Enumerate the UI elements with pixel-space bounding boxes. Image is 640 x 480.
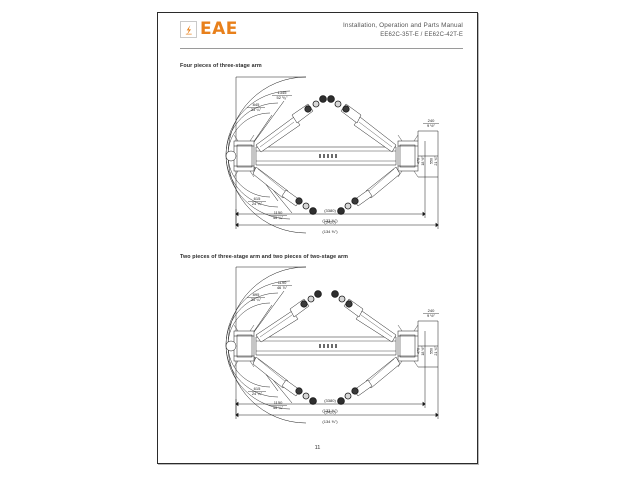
dim-top-outer-mm: 1345 <box>278 90 288 95</box>
section-caption-two-three-stage-two-two-stage: Two pieces of three-stage arm and two pi… <box>180 254 349 260</box>
dim-bottom-outer-in: 45 ¼" <box>273 215 284 220</box>
page-header: EAE Installation, Operation and Parts Ma… <box>172 19 465 51</box>
dim-right-top-in: 9 ½" <box>427 123 436 128</box>
dim-right-top-mm: 240 <box>428 308 435 313</box>
dim-top-inner-mm: 845 <box>253 102 260 107</box>
dim-overall-2-mm: (3420) <box>324 410 336 415</box>
dim-top-outer-mm: 1190 <box>278 280 287 285</box>
brand-logo-text: EAE <box>200 19 238 39</box>
dim-bottom-inner-in: 24 ¼" <box>252 201 263 206</box>
dim-right-v1-in: 18 ½" <box>421 346 425 356</box>
dim-overall-2-in: (134 ⅝") <box>322 229 338 234</box>
dim-overall-2-in: (134 ⅝") <box>322 419 338 424</box>
dim-right-v2-in: 21 ⅝" <box>434 346 438 356</box>
dim-top-inner-in: 33 ¼" <box>251 107 262 112</box>
header-divider <box>180 48 463 49</box>
dim-right-v1-mm: 470 <box>417 158 421 164</box>
manual-title: Installation, Operation and Parts Manual <box>342 22 463 29</box>
header-title-block: Installation, Operation and Parts Manual… <box>343 22 463 39</box>
dim-right-v1-in: 18 ½" <box>421 156 425 166</box>
section-caption-four-three-stage-arm: Four pieces of three-stage arm <box>180 63 262 69</box>
dim-right-v2-mm: 550 <box>430 348 434 354</box>
dim-overall-1-in: (133 ⅜") <box>322 218 338 223</box>
dim-overall-1-mm: (3380) <box>324 398 336 403</box>
technical-drawing-two-three-stage-two-two-stage: 1190 46 ⅞" 895 35 ¼" 615 24 ¼" 1150 45 ¼… <box>220 263 450 428</box>
dim-bottom-outer-mm: 1150 <box>274 210 283 215</box>
dim-right-v2-mm: 550 <box>430 158 434 164</box>
model-numbers: EE62C-35T-E / EE62C-42T-E <box>380 31 463 38</box>
page-number: 11 <box>314 445 321 451</box>
technical-drawing-four-three-stage-arm: 1345 52 ⁵⁄₈" 845 33 ¼" 615 24 ¼" 1150 45… <box>220 73 450 238</box>
manual-page-sheet: EAE Installation, Operation and Parts Ma… <box>157 12 478 464</box>
brand-logo: EAE <box>180 21 238 38</box>
dim-bottom-inner-in: 24 ¼" <box>252 391 263 396</box>
lift-plan-view-svg: 1345 52 ⁵⁄₈" 845 33 ¼" 615 24 ¼" 1150 45… <box>225 76 439 234</box>
dim-overall-1-in: (133 ⅜") <box>322 408 338 413</box>
dim-top-outer-in: 52 ⁵⁄₈" <box>277 95 289 100</box>
dim-bottom-outer-in: 45 ¼" <box>273 405 284 410</box>
dim-bottom-outer-mm: 1150 <box>274 400 283 405</box>
dim-right-v2-in: 21 ⅝" <box>434 156 438 166</box>
dim-overall-2-mm: (3420) <box>324 220 336 225</box>
dim-top-inner-mm: 895 <box>253 292 260 297</box>
dim-right-top-in: 9 ½" <box>427 313 436 318</box>
dim-top-inner-in: 35 ¼" <box>251 297 262 302</box>
dim-top-outer-in: 46 ⅞" <box>277 285 288 290</box>
dim-right-v1-mm: 470 <box>417 348 421 354</box>
dim-right-top-mm: 240 <box>428 118 435 123</box>
eae-emblem-icon <box>180 21 197 38</box>
dim-bottom-inner-mm: 615 <box>254 386 261 391</box>
lift-plan-view-svg-2: 1190 46 ⅞" 895 35 ¼" 615 24 ¼" 1150 45 ¼… <box>225 266 439 424</box>
dim-bottom-inner-mm: 615 <box>254 196 261 201</box>
dim-overall-1-mm: (3380) <box>324 208 336 213</box>
